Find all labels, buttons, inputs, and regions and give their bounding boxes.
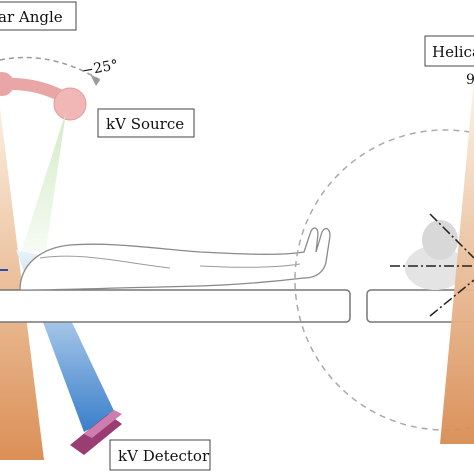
patient-leg-line: [199, 263, 301, 268]
helical-fragment: 9: [466, 72, 474, 88]
beam-axis-diagonal-1: [429, 213, 474, 259]
patient-arm-line: [39, 255, 171, 269]
helical-label-box: [424, 35, 474, 67]
couch-right: [366, 289, 474, 323]
patient-outline: [19, 227, 331, 291]
rotation-arc: [0, 56, 101, 81]
couch-left: [0, 289, 351, 323]
kv-source-label: kV Source: [106, 115, 184, 133]
kv-detector-panel-top: [84, 410, 122, 438]
helical-beam: [440, 78, 474, 444]
kv-source-label-box: [97, 108, 195, 138]
beam-axis-diagonal-2: [429, 279, 474, 317]
angle-value: −25°: [81, 57, 120, 79]
rotation-arrowhead: [90, 74, 100, 86]
kv-beam: [20, 112, 66, 255]
couch-angle-label: ar Angle: [0, 8, 63, 26]
kv-detector-label-box: [109, 439, 211, 471]
head-shadow: [405, 246, 465, 290]
treatment-head: [0, 72, 14, 96]
helical-label: Helica: [432, 43, 474, 61]
head-shadow-inner: [422, 220, 458, 260]
kv-detector-label: kV Detector: [118, 447, 210, 465]
kv-source-sphere: [53, 87, 87, 121]
couch-angle-label-box: [0, 1, 77, 31]
